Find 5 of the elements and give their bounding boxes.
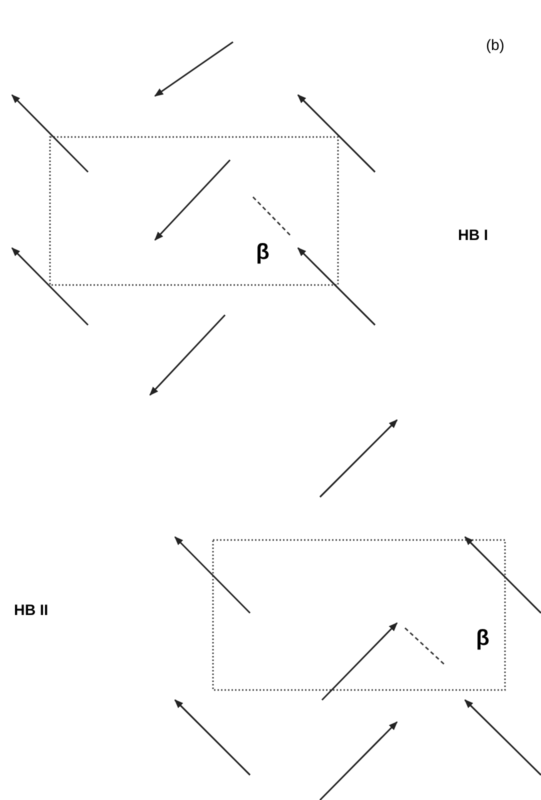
structure-label: HB II: [14, 603, 48, 618]
structure-label: HB I: [458, 228, 488, 243]
angle-symbol: β: [256, 241, 270, 263]
angle-symbol: β: [476, 627, 490, 649]
panel-label: (b): [486, 38, 504, 53]
